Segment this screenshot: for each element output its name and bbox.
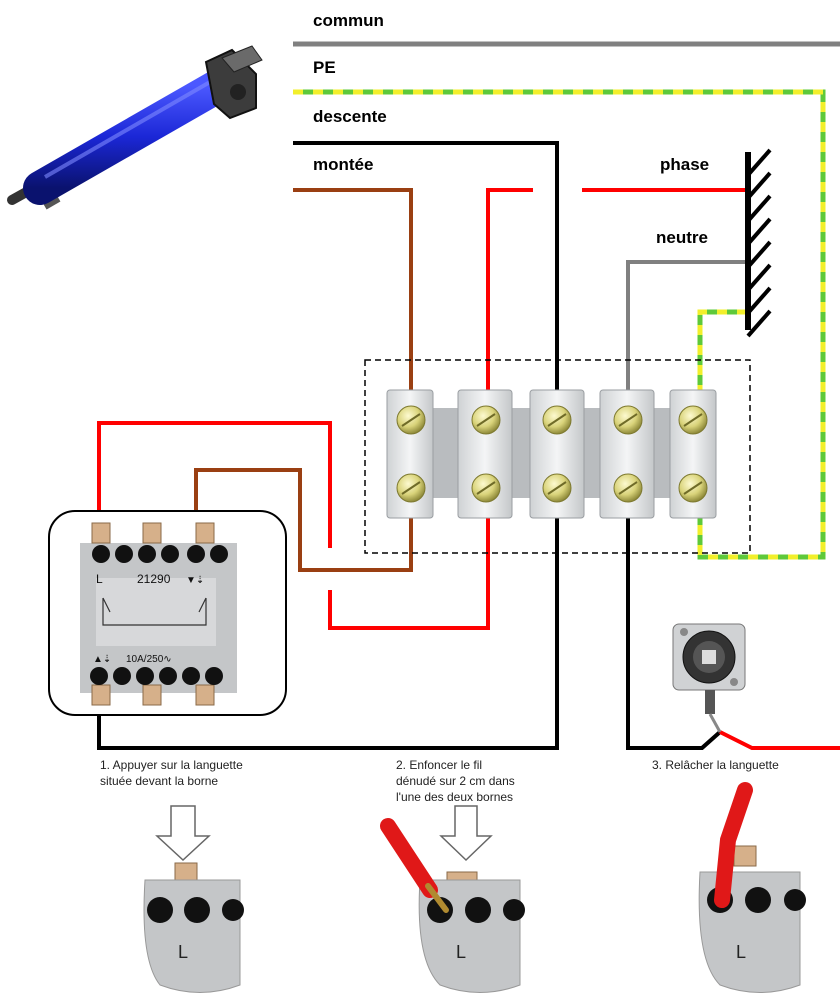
step-1-terminal-letter: L [178,942,188,962]
step-2-illustration: L [380,805,525,993]
control-device [672,623,746,733]
terminal-2 [457,389,513,519]
terminal-1 [386,389,434,519]
label-commun: commun [313,11,384,30]
terminal-4 [599,389,655,519]
wire-montee [194,188,413,572]
label-descente: descente [313,107,387,126]
junction-box-outline [364,359,751,554]
up-arrow-icon: ▲⇣ [93,654,111,665]
push-arrow-icon-2 [439,805,493,862]
wire-descente [97,141,559,750]
terminal-block [386,389,717,519]
step-2-line-1: 2. Enfoncer le fil [396,758,482,772]
shutter-switch: L 21290 10A/250∿ ▼⇣ ▲⇣ [48,510,287,716]
step-3-line-1: 3. Relâcher la languette [652,758,779,772]
switch-rating: 10A/250∿ [126,654,172,665]
step-1-illustration: L [143,805,244,993]
wire-neutre-lower [626,510,722,750]
step-2-terminal-letter: L [456,942,466,962]
down-arrow-icon: ▼⇣ [186,575,204,586]
terminal-3 [529,389,585,519]
label-phase: phase [660,155,709,174]
step-3-illustration: L [698,782,806,993]
tubular-motor [7,45,263,210]
supply-hatch [745,148,772,338]
label-pe: PE [313,58,336,77]
wire-phase-to-device [719,730,840,750]
switch-model: 21290 [137,572,171,586]
label-montee: montée [313,155,373,174]
wire-phase-switch-feed [97,421,332,554]
switch-terminal-l: L [96,572,103,586]
push-arrow-icon [155,805,211,862]
step-3-terminal-letter: L [736,942,746,962]
step-2-line-3: l'une des deux bornes [396,790,513,804]
wire-pe [293,89,826,560]
terminal-5 [669,389,717,519]
wire-phase-to-switch [328,188,533,630]
step-1-line-2: située devant la borne [100,774,218,788]
step-1-line-1: 1. Appuyer sur la languette [100,758,243,772]
label-neutre: neutre [656,228,708,247]
step-2-line-2: dénudé sur 2 cm dans [396,774,515,788]
